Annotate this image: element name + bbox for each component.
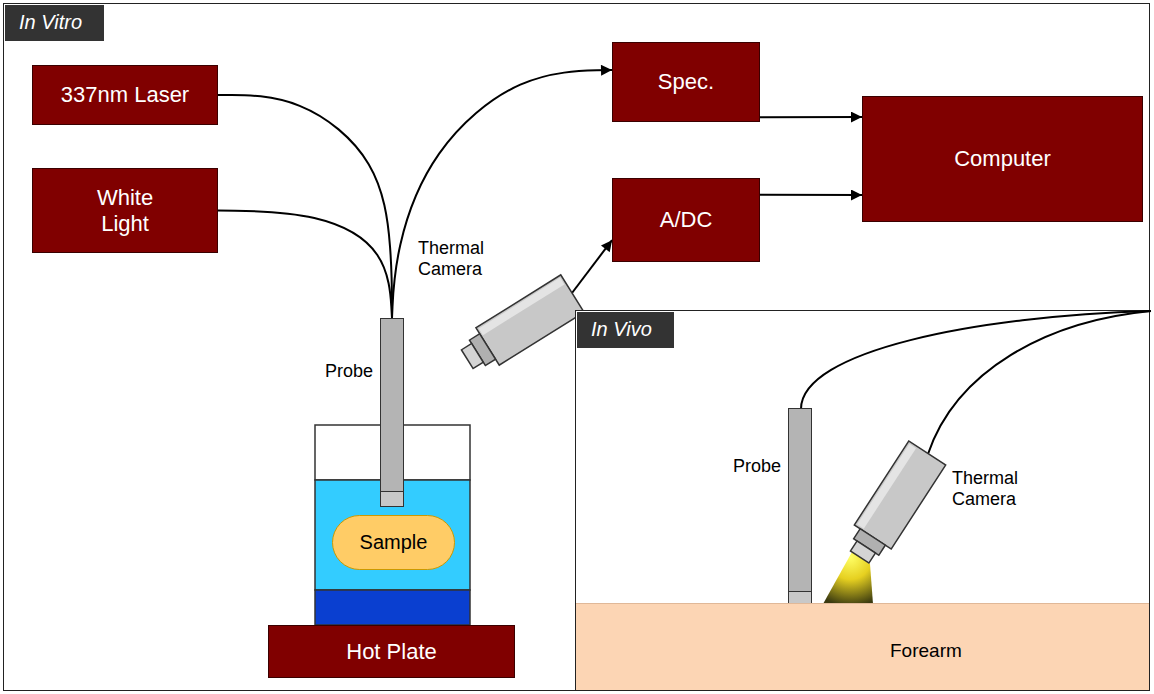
thermal-camera: Thermal Camera [462, 272, 587, 372]
camera-body [476, 275, 584, 365]
connector [572, 240, 612, 293]
fiber-cable [801, 311, 1151, 409]
sample-blob: Sample [332, 515, 455, 570]
spectrometer-box: Spec. [612, 42, 760, 122]
node-label: Probe [733, 456, 781, 477]
fiber-probe: Probe [788, 408, 812, 607]
camera-drawing [462, 272, 587, 372]
camera-lens-tip [461, 344, 483, 369]
node-label: Sample [360, 531, 428, 554]
computer-box: Computer [862, 96, 1143, 222]
node-label: Hot Plate [346, 639, 437, 664]
connector [760, 116, 862, 118]
thermal-camera: Thermal Camera [840, 420, 965, 570]
node-label: A/DC [660, 207, 713, 232]
node-label: White Light [75, 185, 175, 236]
connector [218, 95, 392, 318]
hot-plate-box: Hot Plate [268, 625, 515, 678]
camera-highlight [857, 444, 916, 529]
camera-cable [928, 311, 1151, 454]
connector [392, 70, 612, 318]
adc-box: A/DC [612, 178, 760, 262]
panel-tab: In Vitro [5, 5, 104, 41]
beaker-base [315, 590, 470, 625]
node-label: Computer [954, 146, 1051, 171]
camera-lens-tip [850, 541, 875, 563]
laser-box: 337nm Laser [32, 65, 218, 125]
connector [760, 194, 862, 196]
fiber-probe: Probe [380, 318, 404, 507]
node-label: Thermal Camera [418, 238, 510, 279]
node-label: Forearm [890, 640, 962, 662]
forearm-skin: Forearm [576, 603, 1149, 690]
connector [218, 211, 392, 319]
node-label: Probe [325, 361, 373, 382]
node-label: Thermal Camera [952, 468, 1044, 509]
panel-tab: In Vivo [577, 312, 674, 348]
camera-highlight [479, 278, 565, 336]
panel-frame: In VivoProbeThermal CameraForearm [575, 310, 1150, 691]
node-label: Spec. [658, 69, 714, 94]
light-source-box: White Light [32, 168, 218, 253]
camera-drawing [840, 420, 965, 570]
camera-body [854, 441, 945, 549]
panel-frame: In Vitro 337nm LaserWhite Light Spec. Compu… [3, 3, 1150, 691]
node-label: 337nm Laser [61, 82, 189, 107]
